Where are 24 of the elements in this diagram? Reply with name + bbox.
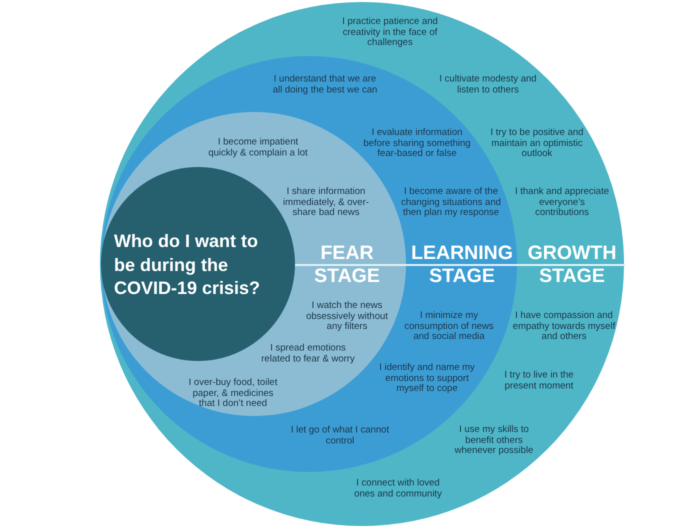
statement-text: I try to live in the present moment	[503, 370, 575, 392]
statement-text: I let go of what I cannot control	[290, 425, 390, 447]
statement-text: I over-buy food, toilet paper, & medicines that I don’t need	[188, 378, 278, 410]
statement-text: I thank and appreciate everyone’s contributions	[514, 187, 610, 219]
statement-text: I cultivate modesty and listen to others	[438, 74, 538, 96]
statement-text: I have compassion and empathy towards myself and others	[512, 311, 616, 343]
statement-text: I identify and name my emotions to support myself to cope	[378, 363, 476, 395]
statement-text: I spread emotions related to fear & worry	[260, 343, 356, 365]
statement-text: I understand that we are all doing the best we can	[272, 74, 378, 96]
statement-text: I become aware of the changing situations and then plan my response	[400, 187, 502, 219]
statement-text: I share information immediately, & over-share bad news	[282, 187, 370, 219]
statement-text: I evaluate information before sharing something fear-based or false	[362, 128, 472, 160]
statement-text: I become impatient quickly & complain a lot	[207, 137, 309, 159]
statement-text: I practice patience and creativity in the face of challenges	[341, 17, 439, 49]
statement-text: I use my skills to benefit others whenever possible	[454, 425, 534, 457]
stage-heading: GROWTH STAGE	[528, 242, 616, 288]
statement-text: I minimize my consumption of news and social media	[403, 311, 495, 343]
statement-text: I try to be positive and maintain an optimistic outlook	[490, 128, 584, 160]
stage-heading: LEARNING STAGE	[411, 242, 513, 288]
stage-heading: FEAR STAGE	[314, 242, 380, 288]
outer-circle	[100, 2, 624, 526]
statement-text: I connect with loved ones and community	[353, 478, 443, 500]
statement-text: I watch the news obsessively without any filters	[305, 301, 389, 333]
question-text: Who do I want to be during the COVID-19 crisis?	[114, 230, 262, 300]
